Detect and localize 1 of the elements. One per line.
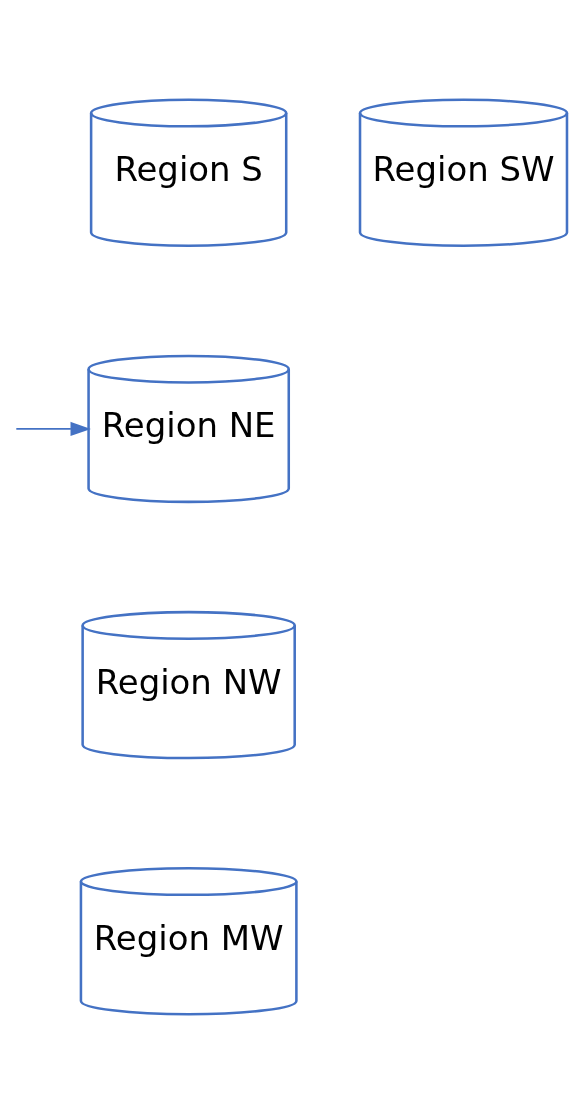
arrow xyxy=(15,421,91,437)
